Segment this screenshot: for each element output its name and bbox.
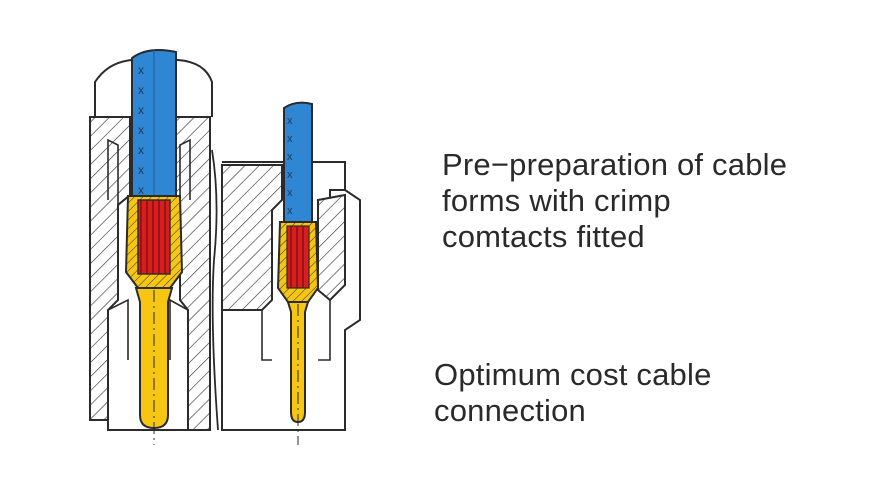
large-cable: xxx xxx x <box>131 49 177 197</box>
svg-text:x: x <box>138 103 144 117</box>
large-contact-pin <box>134 287 174 445</box>
svg-text:x: x <box>287 151 293 163</box>
optimum-cost-caption: Optimum cost cable connection <box>434 357 712 429</box>
caption-line: connection <box>434 393 586 428</box>
svg-text:x: x <box>287 205 293 217</box>
caption-line: forms with crimp <box>442 183 671 218</box>
svg-text:x: x <box>138 143 144 157</box>
cable-shield-marks: xxx xxx x <box>138 63 144 197</box>
small-cable: xxx xxx <box>283 101 313 223</box>
small-crimp-barrel <box>276 221 320 303</box>
caption-line: comtacts fitted <box>442 219 645 254</box>
svg-text:x: x <box>287 169 293 181</box>
pre-preparation-caption: Pre−preparation of cable forms with crim… <box>442 147 787 255</box>
svg-text:x: x <box>138 163 144 177</box>
small-contact-pin <box>286 301 310 445</box>
large-crimp-barrel <box>124 195 184 289</box>
svg-text:x: x <box>287 115 293 127</box>
svg-text:x: x <box>138 63 144 77</box>
svg-text:x: x <box>287 133 293 145</box>
caption-line: Optimum cost cable <box>434 357 712 392</box>
svg-text:x: x <box>138 83 144 97</box>
svg-text:x: x <box>138 183 144 197</box>
cable-shield-marks: xxx xxx <box>287 115 293 217</box>
svg-text:x: x <box>138 123 144 137</box>
caption-line: Pre−preparation of cable <box>442 147 788 182</box>
svg-text:x: x <box>287 187 293 199</box>
small-connector-housing <box>211 149 361 431</box>
